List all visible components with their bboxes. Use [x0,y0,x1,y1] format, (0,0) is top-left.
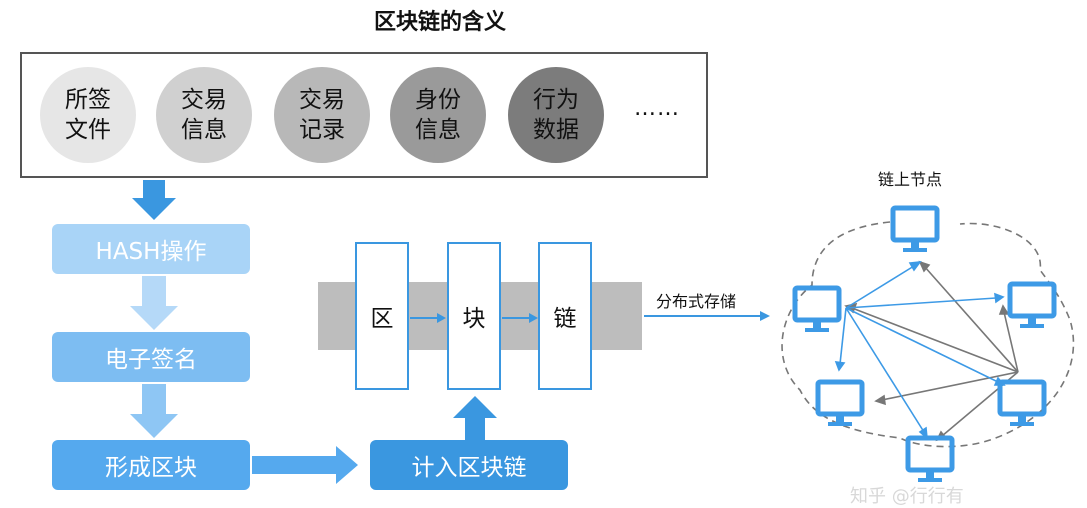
chain-box-qu: 区 [355,242,409,390]
step-sign: 电子签名 [52,332,250,382]
computer-monitor-icon [890,205,940,252]
circle-line2: 记录 [299,117,345,143]
chain-nodes-label: 链上节点 [878,170,943,189]
computer-monitor-icon [905,435,955,482]
computer-monitor-icon [997,379,1047,426]
circle-line1: 交易 [181,87,227,113]
arrow-down-box-to-hash [132,180,176,220]
circle-line2: 数据 [533,117,579,143]
arrowhead-kuai-to-lian [529,313,538,323]
step-form-block: 形成区块 [52,440,250,490]
arrow-up-add-to-chain [453,396,497,440]
arrow-right-form-to-add [252,446,358,484]
watermark: 知乎 @行行有 [850,486,964,507]
computer-monitor-icon [815,379,865,426]
more-ellipsis: …… [634,96,680,121]
input-circle-identity-info: 身份信息 [390,67,486,163]
circle-line1: 行为 [533,87,579,113]
input-circle-transaction-record: 交易记录 [274,67,370,163]
diagram-title: 区块链的含义 [373,10,506,35]
distributed-storage-label: 分布式存储 [656,292,737,311]
input-circle-transaction-info: 交易信息 [156,67,252,163]
arrowhead-to-network [760,311,770,321]
circle-line2: 信息 [415,117,461,143]
step-add-to-chain: 计入区块链 [370,440,568,490]
computer-monitor-icon [792,285,842,332]
arrow-down-hash-to-sign [130,276,178,330]
input-data-box: 所签文件 交易信息 交易记录 身份信息 行为数据 …… [20,52,708,178]
arrowhead-qu-to-kuai [437,313,446,323]
step-hash: HASH操作 [52,224,250,274]
circle-line2: 文件 [65,117,111,143]
circle-line1: 身份 [415,87,461,113]
chain-box-kuai: 块 [447,242,501,390]
chain-box-lian: 链 [538,242,592,390]
input-circle-behavior-data: 行为数据 [508,67,604,163]
network-edges-blue [834,261,1006,440]
network-edges-gray [844,260,1019,442]
arrow-down-sign-to-form [130,384,178,438]
input-circle-signed-file: 所签文件 [40,67,136,163]
computer-monitor-icon [1007,281,1057,328]
circle-line1: 交易 [299,87,345,113]
circle-line2: 信息 [181,117,227,143]
circle-line1: 所签 [65,87,111,113]
